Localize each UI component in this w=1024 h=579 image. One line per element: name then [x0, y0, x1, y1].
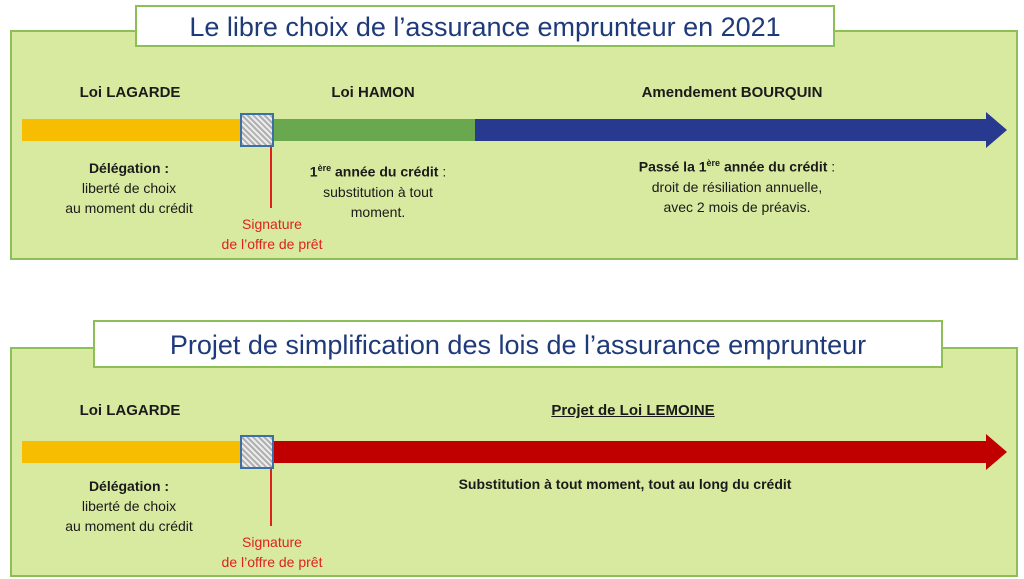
lagarde-bar [22, 119, 242, 141]
lagarde-description: Délégation : liberté de choix au moment … [65, 160, 193, 216]
hamon-description: 1ère année du crédit : substitution à to… [309, 163, 447, 220]
bourquin-description: Passé la 1ère année du crédit : droit de… [638, 158, 836, 215]
bourquin-arrowhead-icon [986, 112, 1007, 148]
lemoine-description: Substitution à tout moment, tout au long… [458, 476, 792, 492]
label-loi-lagarde-2: Loi LAGARDE [79, 402, 181, 419]
signature-line-2 [270, 469, 272, 526]
signature-marker [240, 113, 274, 147]
label-amendement-bourquin: Amendement BOURQUIN [641, 84, 823, 101]
signature-marker-2 [240, 435, 274, 469]
hamon-bar [274, 119, 475, 141]
signature-caption-2: Signature de l’offre de prêt [221, 534, 323, 570]
label-loi-lagarde: Loi LAGARDE [79, 84, 181, 101]
lagarde-bar-2 [22, 441, 242, 463]
lemoine-bar [274, 441, 987, 463]
timeline-panel-2021 [10, 30, 1018, 260]
panel-title-projet: Projet de simplification des lois de l’a… [93, 320, 943, 368]
signature-caption: Signature de l’offre de prêt [221, 216, 323, 252]
signature-line [270, 147, 272, 208]
label-loi-hamon: Loi HAMON [331, 84, 415, 101]
bourquin-bar [475, 119, 987, 141]
lagarde-description-2: Délégation : liberté de choix au moment … [65, 478, 193, 534]
label-projet-loi-lemoine: Projet de Loi LEMOINE [551, 402, 715, 419]
lemoine-arrowhead-icon [986, 434, 1007, 470]
panel-title-2021: Le libre choix de l’assurance emprunteur… [135, 5, 835, 47]
